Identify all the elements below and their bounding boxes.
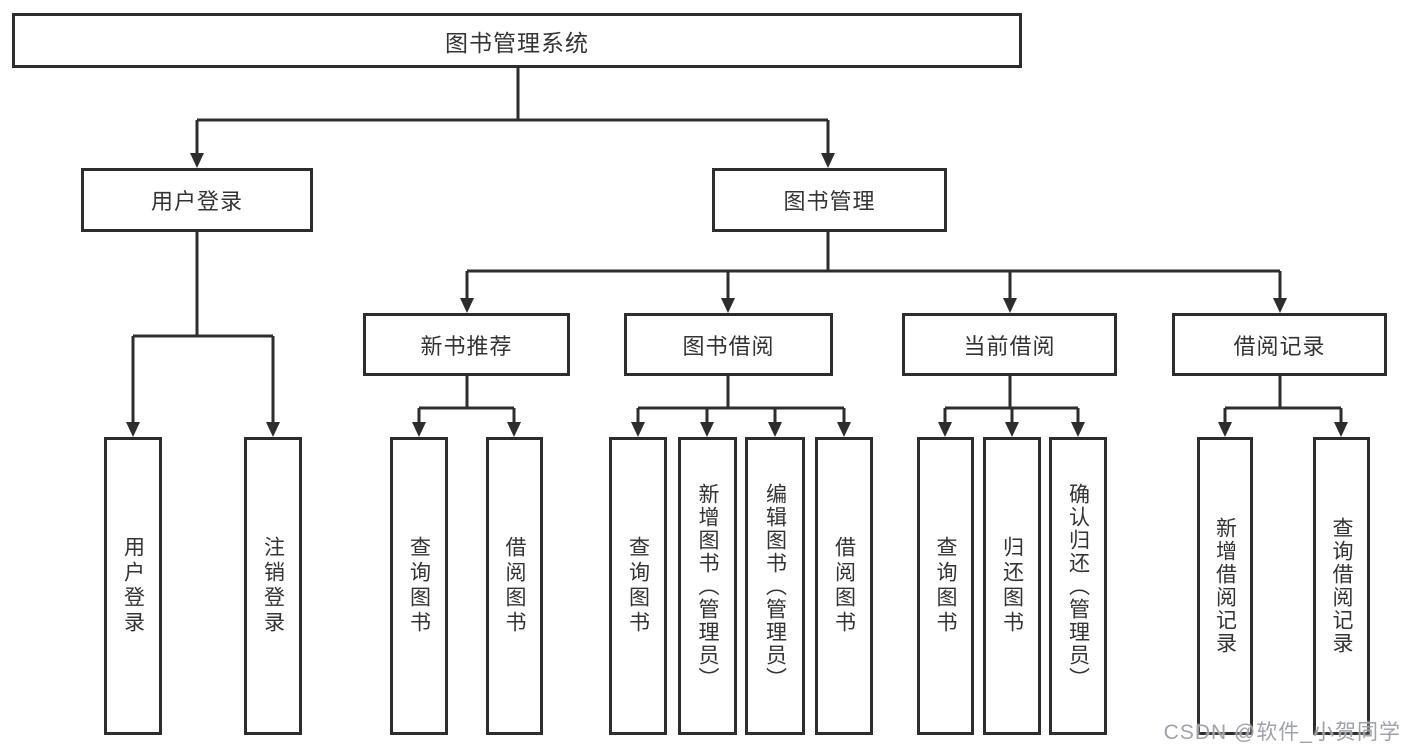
connector-login-to-leaves xyxy=(131,232,275,425)
node-root-system: 图书管理系统 xyxy=(12,13,1022,68)
csdn-watermark: CSDN @软件_小贺同学 xyxy=(1163,721,1401,744)
leaf-add-borrow-record: 新增借阅记录 xyxy=(1197,437,1253,735)
leaf-confirm-return-admin: 确认归还（管理员） xyxy=(1049,437,1107,735)
connector-records-to-leaves xyxy=(1223,376,1343,425)
connector-current-to-leaves xyxy=(943,376,1080,425)
connector-newrec-to-leaves xyxy=(417,376,516,425)
leaf-edit-books-admin: 编辑图书（管理员） xyxy=(745,437,805,735)
node-book-management: 图书管理 xyxy=(712,168,947,232)
node-current-borrow: 当前借阅 xyxy=(902,313,1117,376)
leaf-return-books: 归还图书 xyxy=(983,437,1041,735)
leaf-logout: 注销登录 xyxy=(244,437,302,735)
leaf-add-books-admin: 新增图书（管理员） xyxy=(678,437,737,735)
leaf-query-books-borrow: 查询图书 xyxy=(609,437,667,735)
leaf-user-login: 用户登录 xyxy=(104,437,162,735)
node-book-borrow: 图书借阅 xyxy=(624,313,833,376)
leaf-borrow-books-recommend: 借阅图书 xyxy=(486,437,543,735)
node-user-login: 用户登录 xyxy=(81,168,313,232)
connector-mgmt-to-level3 xyxy=(465,232,1282,301)
leaf-borrow-books: 借阅图书 xyxy=(815,437,873,735)
node-new-book-recommend: 新书推荐 xyxy=(363,313,570,376)
node-borrow-records: 借阅记录 xyxy=(1172,313,1387,376)
connector-root-to-level2 xyxy=(195,68,830,156)
leaf-query-books-recommend: 查询图书 xyxy=(390,437,448,735)
connector-borrow-to-leaves xyxy=(636,376,846,425)
leaf-query-books-current: 查询图书 xyxy=(917,437,974,735)
leaf-query-borrow-record: 查询借阅记录 xyxy=(1313,437,1370,735)
